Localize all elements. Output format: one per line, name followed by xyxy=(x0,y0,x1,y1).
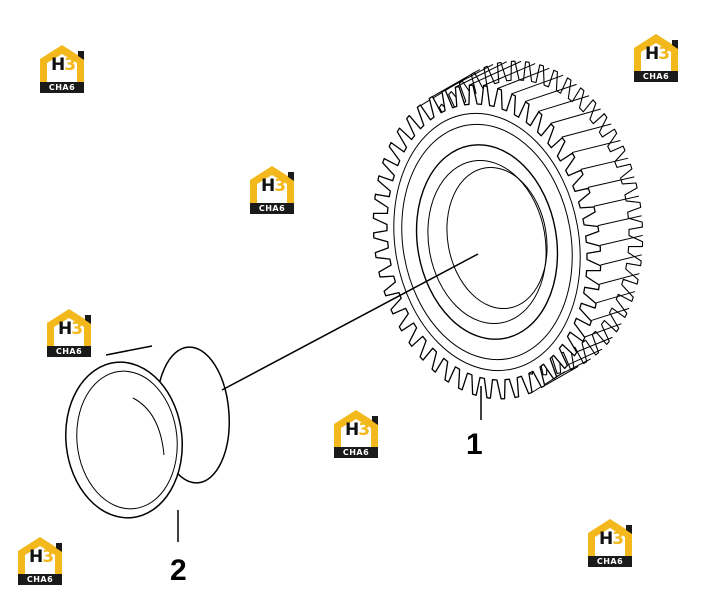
watermark-house-icon xyxy=(588,519,632,556)
bushing-front-rim xyxy=(64,361,184,519)
callout-label-2: 2 xyxy=(170,554,187,587)
gear-tooth-edge xyxy=(511,74,564,95)
gear-ring xyxy=(415,144,559,340)
watermark-logo-text: H3 xyxy=(28,547,54,567)
gear-tooth-edge xyxy=(482,63,536,87)
bushing-inner-wall xyxy=(132,397,165,456)
gear-front-teeth xyxy=(372,84,602,400)
gear-tooth-edge xyxy=(428,69,481,100)
gear-ring xyxy=(401,123,573,361)
gear-tooth-edge xyxy=(441,63,494,93)
gear-tooth-edge xyxy=(544,365,579,386)
watermark-band-text: CHA6 xyxy=(634,71,678,82)
watermark-house-icon xyxy=(47,309,91,346)
gear-tooth-edge xyxy=(532,371,566,393)
watermark-logo-text: H3 xyxy=(260,176,286,196)
watermark-band-text: CHA6 xyxy=(334,447,378,458)
watermark-logo-text: H3 xyxy=(50,55,76,75)
gear-tooth-edge xyxy=(567,348,603,366)
watermark-logo-text: H3 xyxy=(598,529,624,549)
gear-tooth-edge xyxy=(538,95,590,112)
watermark-band-text: CHA6 xyxy=(18,574,62,585)
gear-tooth-edge xyxy=(561,123,612,138)
gear-tooth-edge xyxy=(468,60,522,86)
watermark-band-text: CHA6 xyxy=(47,346,91,357)
gear-tooth-edge xyxy=(524,83,577,103)
watermark-logo-text: H3 xyxy=(644,44,670,64)
gear-tooth-edge xyxy=(593,195,639,207)
gear-tooth-edge xyxy=(599,273,640,285)
gear-tooth-edge xyxy=(550,108,601,124)
leader-lines xyxy=(177,253,482,542)
watermark-house-icon xyxy=(18,537,62,574)
watermark-house-icon xyxy=(250,166,294,203)
watermark-logo-text: H3 xyxy=(344,420,370,440)
bushing-part-2 xyxy=(64,345,230,519)
gear-tooth-edge xyxy=(497,67,550,90)
gear-bore-inner xyxy=(446,166,548,310)
gear-tooth-edge xyxy=(454,61,508,88)
gear-tooth-edge xyxy=(580,157,629,170)
gear-tooth-edge xyxy=(596,291,636,304)
gear-tooth-edge xyxy=(576,336,613,353)
gear-ring xyxy=(393,112,581,372)
watermark-house-icon xyxy=(40,45,84,82)
watermark-band-text: CHA6 xyxy=(588,556,632,567)
watermark-band-text: CHA6 xyxy=(40,82,84,93)
watermark-logo-text: H3 xyxy=(57,319,83,339)
watermark-band-text: CHA6 xyxy=(250,203,294,214)
gear-tooth-edge xyxy=(571,140,621,154)
gear-tooth-edge xyxy=(584,323,622,338)
gear-tooth-edge xyxy=(600,254,642,266)
gear-tooth-edge xyxy=(599,234,643,246)
gear-tooth-edge xyxy=(591,307,630,321)
gear-tooth-edge xyxy=(587,176,635,188)
gear-tooth-edge xyxy=(597,215,642,227)
watermark-house-icon xyxy=(634,34,678,71)
gear-ring xyxy=(427,159,547,325)
helical-gear-part-1 xyxy=(372,60,644,400)
callout-label-1: 1 xyxy=(466,428,483,461)
watermark-house-icon xyxy=(334,410,378,447)
leader-line-1 xyxy=(221,253,479,391)
bushing-inner-rim xyxy=(76,370,178,510)
